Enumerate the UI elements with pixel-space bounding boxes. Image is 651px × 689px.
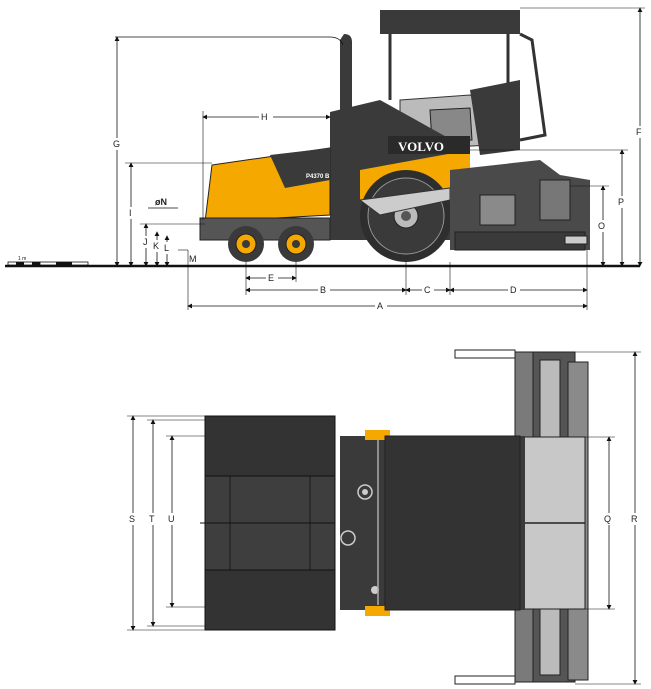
scale-label: 1 m bbox=[18, 256, 26, 262]
volvo-logo: VOLVO bbox=[398, 139, 444, 154]
drive-wheel bbox=[360, 170, 452, 262]
canopy-roof bbox=[380, 10, 520, 34]
dim-label-t: T bbox=[149, 514, 155, 524]
dim-label-j: J bbox=[143, 237, 148, 247]
dim-label-r: R bbox=[631, 514, 638, 524]
dim-label-m: M bbox=[189, 254, 197, 264]
dim-label-c: C bbox=[424, 285, 431, 295]
dim-label-s: S bbox=[129, 514, 135, 524]
dim-label-d: D bbox=[510, 285, 517, 295]
dim-label-a: A bbox=[377, 301, 383, 311]
top-view: R Q S T U bbox=[127, 349, 642, 685]
dim-label-b: B bbox=[320, 285, 326, 295]
ground-scale: 1 m bbox=[7, 256, 89, 266]
side-view: 1 m P4370 B VOLVO bbox=[5, 7, 647, 312]
model-badge: P4370 B bbox=[306, 174, 330, 180]
dim-label-f: F bbox=[636, 127, 642, 137]
dim-label-i: I bbox=[129, 208, 132, 218]
dim-label-o: O bbox=[598, 221, 605, 231]
dim-label-l: L bbox=[164, 243, 169, 253]
dim-label-q: Q bbox=[604, 514, 611, 524]
dim-label-u: U bbox=[168, 514, 175, 524]
dim-label-e: E bbox=[268, 273, 274, 283]
dim-label-p: P bbox=[618, 197, 624, 207]
dim-label-h: H bbox=[261, 112, 268, 122]
dim-label-n: øN bbox=[155, 197, 167, 207]
dim-label-g: G bbox=[113, 139, 120, 149]
dim-label-k: K bbox=[153, 241, 159, 251]
front-wheels bbox=[228, 226, 314, 262]
